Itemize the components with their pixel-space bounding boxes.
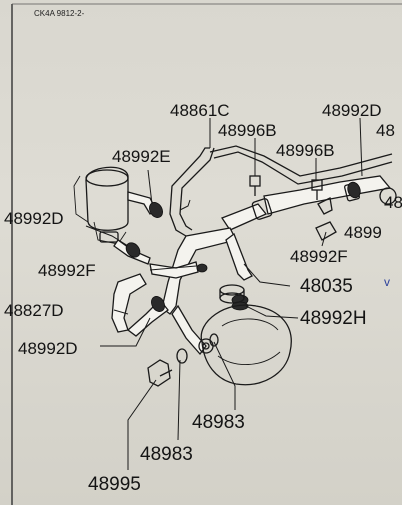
reservoir-tank — [73, 166, 129, 245]
label-48992d-bottom: 48992D — [18, 339, 78, 358]
label-48996b-2: 48996B — [276, 141, 335, 160]
label-48992d-top: 48992D — [322, 101, 382, 120]
label-48983-2: 48983 — [140, 444, 193, 465]
label-48992f-left: 48992F — [38, 261, 96, 280]
banjo-fitting — [147, 333, 219, 387]
label-48827d: 48827D — [4, 301, 64, 320]
return-pipe — [169, 145, 393, 237]
label-48992d-left: 48992D — [4, 209, 64, 228]
label-48992f-right: 48992F — [290, 247, 348, 266]
label-48861c: 48861C — [170, 101, 230, 120]
drawing-code: CK4A 9812-2- — [34, 9, 85, 18]
pen-checkmark: v — [384, 275, 390, 289]
label-48996b-1: 48996B — [218, 121, 277, 140]
label-48996-cut: 4899 — [344, 223, 382, 242]
label-48992e: 48992E — [112, 147, 171, 166]
label-48-cut-top: 48 — [376, 121, 395, 140]
label-48995: 48995 — [88, 474, 141, 495]
label-48035: 48035 — [300, 276, 353, 297]
upper-right-hose — [221, 175, 397, 231]
leader-lines — [85, 117, 363, 470]
steering-pump — [200, 284, 292, 386]
label-48983-1: 48983 — [192, 412, 245, 433]
label-48-cut-mid: 48 — [384, 193, 402, 212]
label-48992h: 48992H — [300, 308, 367, 329]
central-hoses — [111, 227, 253, 356]
